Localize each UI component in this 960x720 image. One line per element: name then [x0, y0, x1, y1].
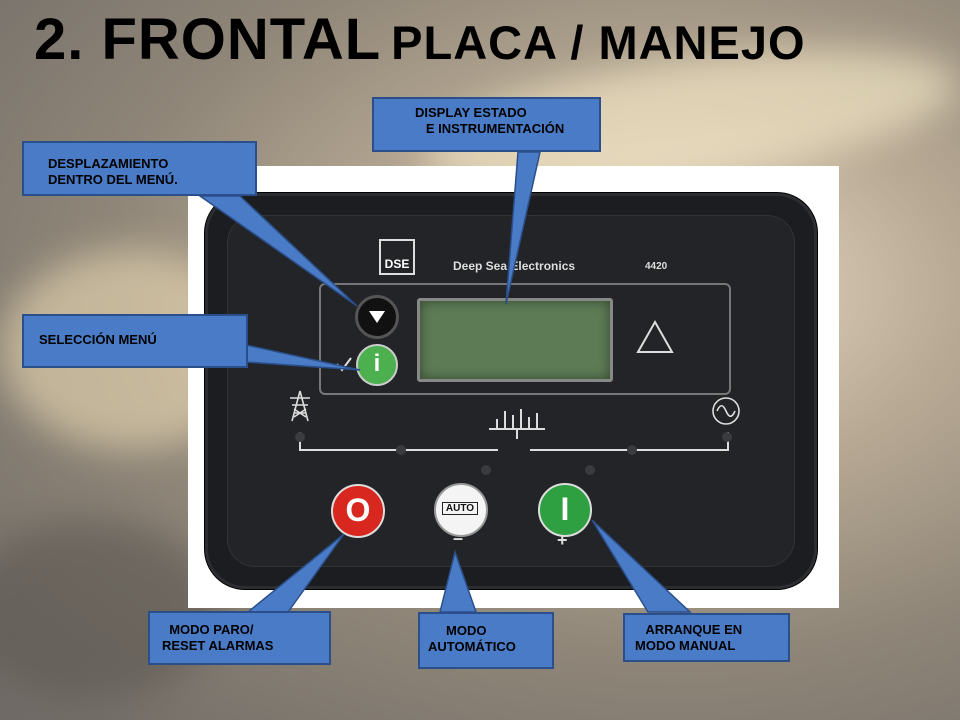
- start-led: [585, 465, 595, 475]
- stop-icon: O: [345, 492, 371, 528]
- busbar-icon: [489, 409, 545, 439]
- info-select-button[interactable]: i: [356, 344, 398, 386]
- minus-sign: –: [453, 528, 464, 548]
- callout-scroll: DESPLAZAMIENTO DENTRO DEL MENÚ.: [22, 141, 257, 196]
- model-label: 4420: [645, 261, 668, 272]
- title-number: 2. FRONTAL: [34, 7, 382, 72]
- warning-triangle-icon: [636, 319, 674, 353]
- callout-select: SELECCIÓN MENÚ: [22, 314, 248, 368]
- bus-led-right: [627, 445, 637, 455]
- mains-led: [295, 432, 305, 442]
- down-arrow-icon: [369, 311, 385, 323]
- callout-auto: MODO AUTOMÁTICO: [418, 612, 554, 669]
- stop-reset-button[interactable]: O: [331, 484, 385, 538]
- auto-led: [481, 465, 491, 475]
- title-subject: PLACA / MANEJO: [391, 16, 806, 69]
- display-frame: [319, 283, 731, 395]
- bus-led-left: [396, 445, 406, 455]
- generator-sine-icon: [712, 397, 740, 425]
- auto-icon: AUTO: [442, 502, 478, 515]
- scroll-down-button[interactable]: [355, 295, 399, 339]
- start-icon: I: [560, 491, 570, 527]
- callout-display: DISPLAY ESTADO E INSTRUMENTACIÓN: [372, 97, 601, 152]
- start-button[interactable]: I: [538, 483, 592, 537]
- callout-manual: ARRANQUE EN MODO MANUAL: [623, 613, 790, 662]
- pylon-icon: [290, 390, 310, 422]
- dse-logo: DSE: [379, 239, 415, 275]
- auto-mode-button[interactable]: AUTO: [434, 483, 488, 537]
- lcd-display: [417, 298, 613, 382]
- background-light-streak: [0, 520, 220, 700]
- plus-sign: +: [557, 530, 568, 550]
- info-icon: i: [373, 350, 381, 377]
- generator-led: [722, 432, 732, 442]
- callout-stop: MODO PARO/ RESET ALARMAS: [148, 611, 331, 665]
- page-title: 2. FRONTAL PLACA / MANEJO: [34, 6, 806, 73]
